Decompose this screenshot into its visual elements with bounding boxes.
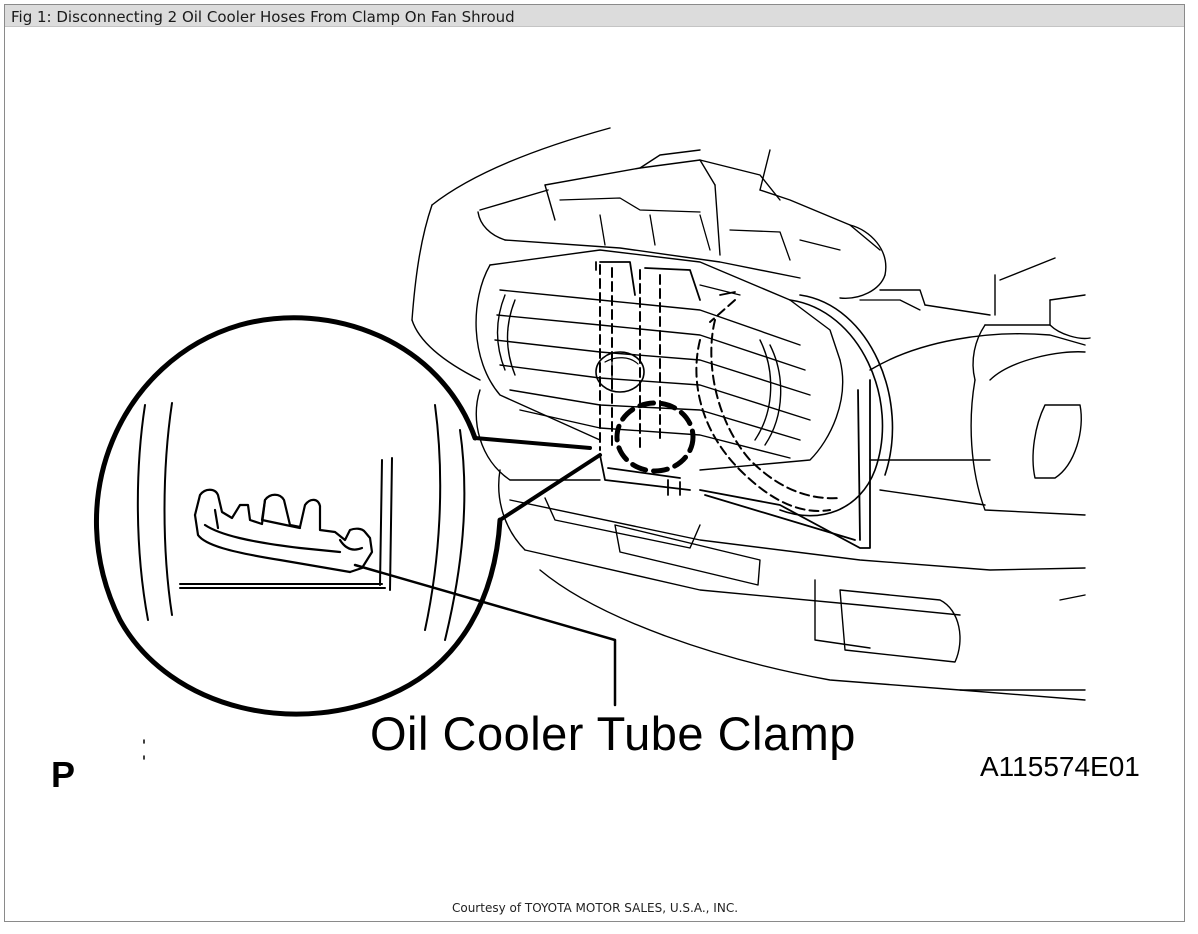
view-marker: P — [51, 754, 76, 795]
grille-emblem-inner — [604, 357, 639, 389]
detail-magnifier — [94, 315, 602, 717]
callout-label: Oil Cooler Tube Clamp — [370, 707, 856, 760]
front-bumper — [475, 389, 1086, 701]
clamp-location-marker — [614, 400, 696, 474]
hood-outline — [411, 127, 1091, 381]
clamp-shape — [193, 488, 374, 574]
headlamp — [869, 333, 1086, 516]
magnified-hoses — [136, 402, 466, 641]
engine-bay-details — [559, 197, 921, 311]
callout-leader-line — [353, 563, 617, 707]
figure-caption: Fig 1: Disconnecting 2 Oil Cooler Hoses … — [11, 8, 515, 26]
fan-shroud-hidden — [599, 264, 841, 512]
courtesy-credit: Courtesy of TOYOTA MOTOR SALES, U.S.A., … — [451, 901, 739, 915]
fan-shroud — [595, 261, 871, 549]
radiator-grille — [475, 249, 844, 471]
figure-code: A115574E01 — [980, 751, 1140, 782]
fan-ring — [779, 294, 894, 517]
grille-emblem — [595, 351, 645, 393]
caption-bar: Fig 1: Disconnecting 2 Oil Cooler Hoses … — [5, 5, 1184, 27]
figure-frame: Fig 1: Disconnecting 2 Oil Cooler Hoses … — [4, 4, 1185, 922]
